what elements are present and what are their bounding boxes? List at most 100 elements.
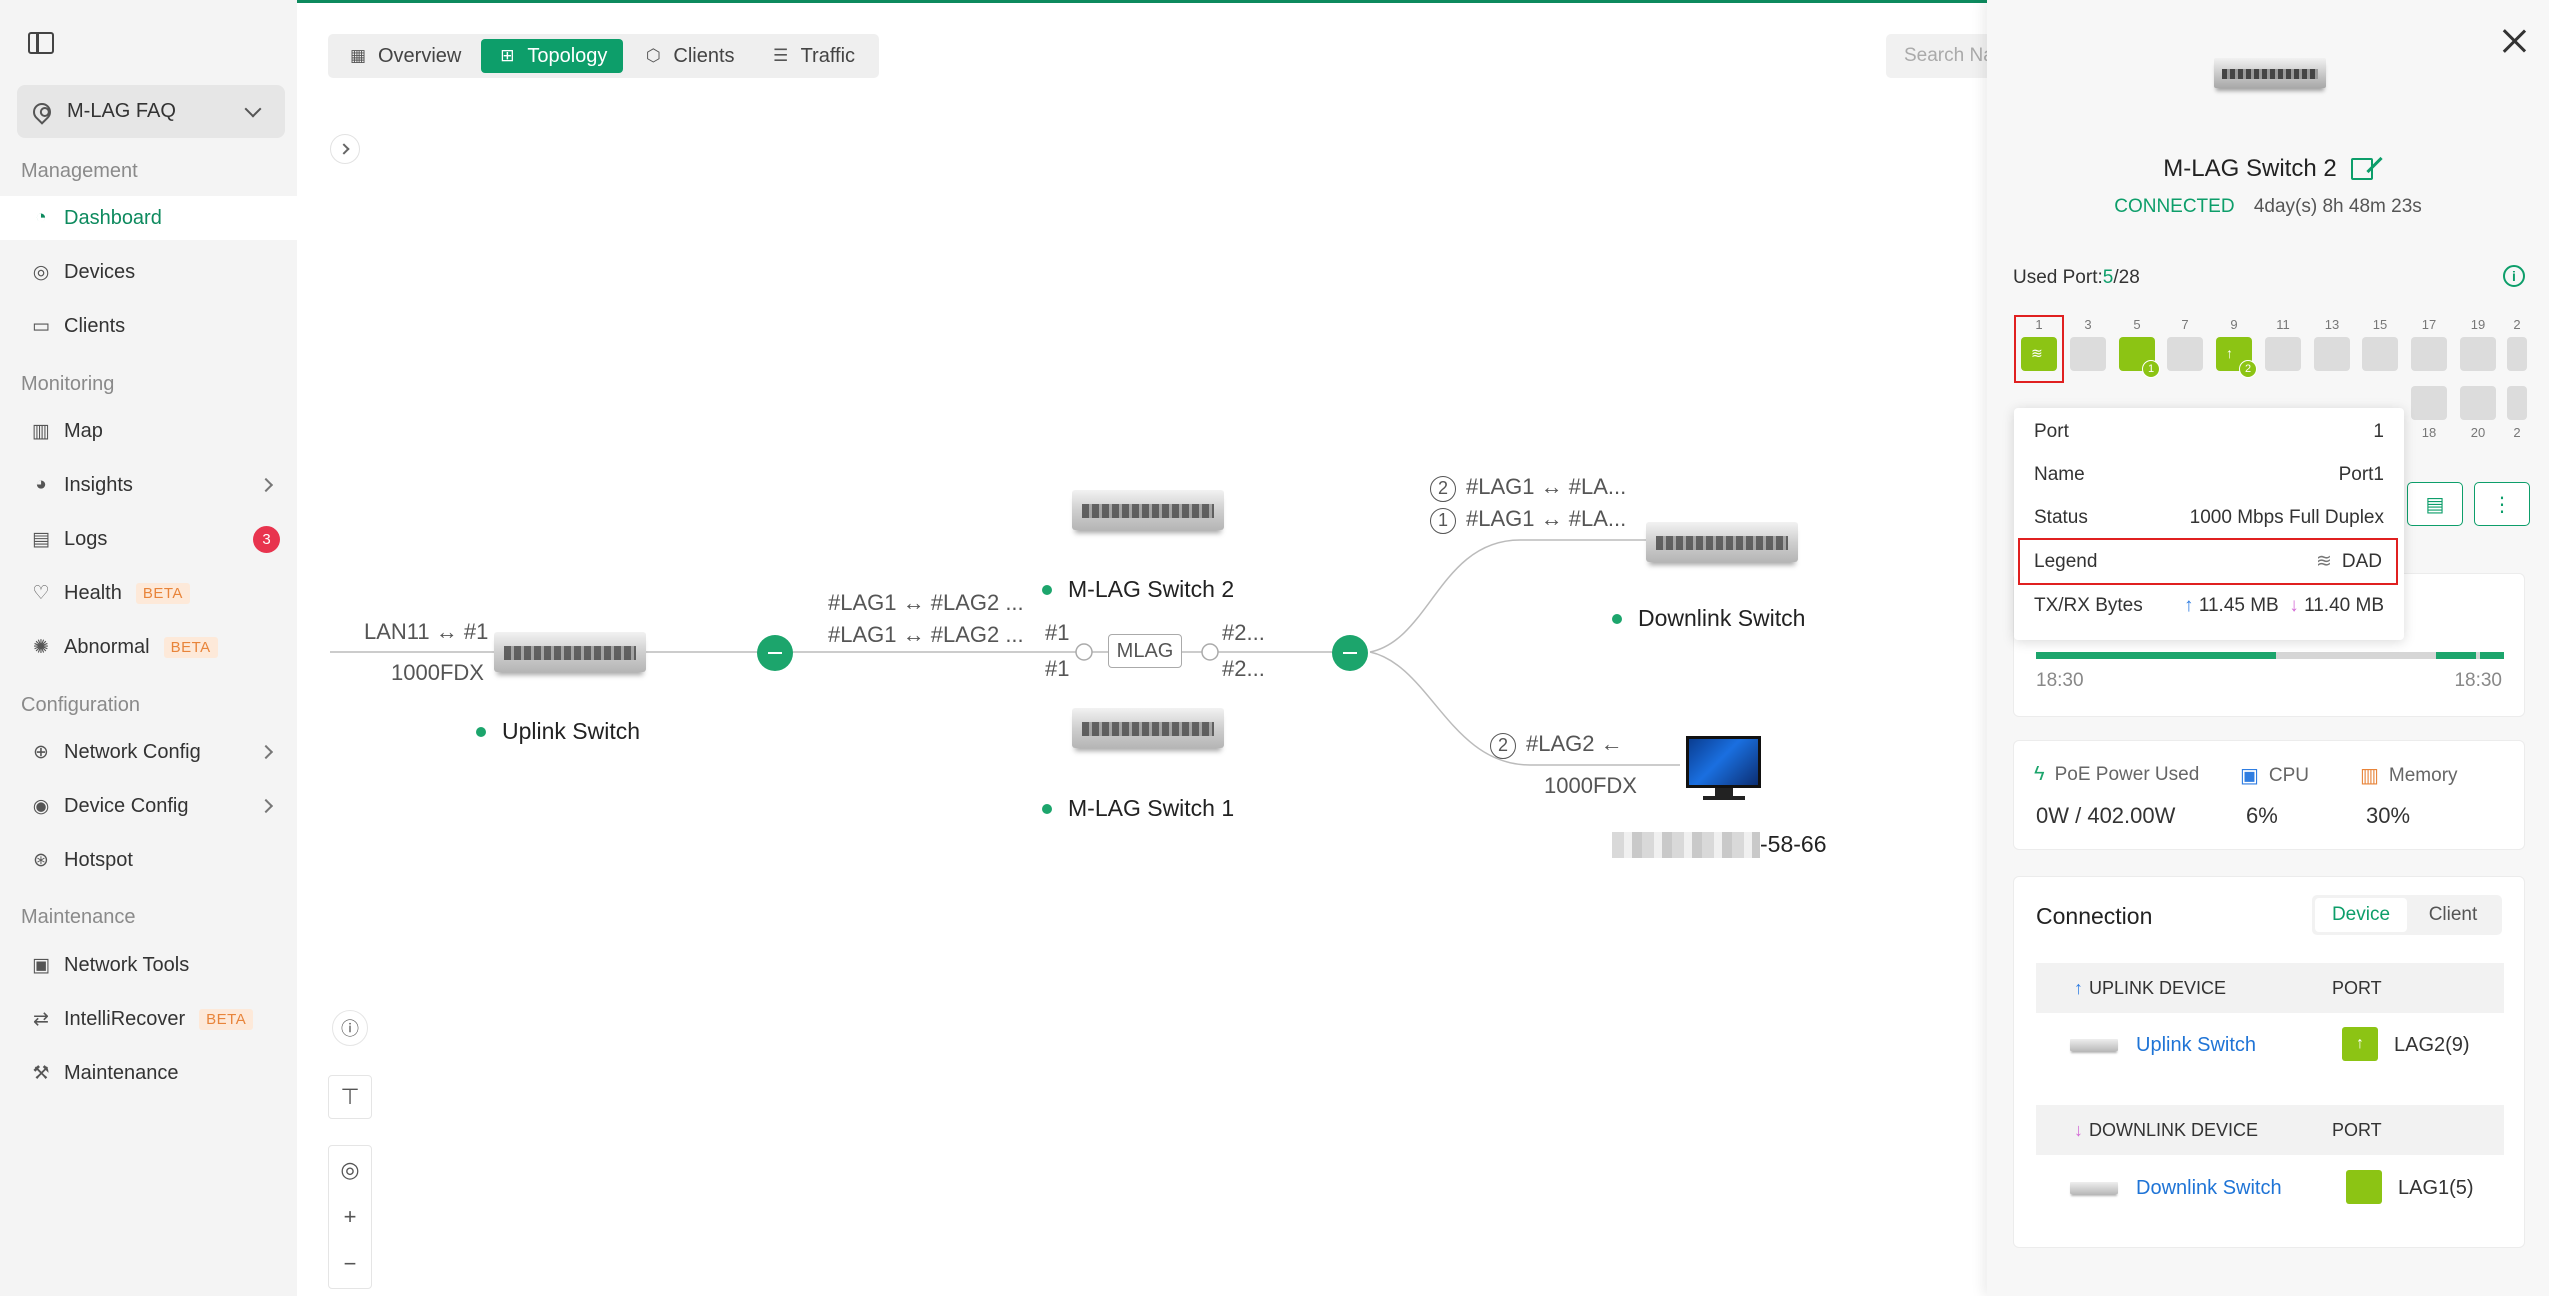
- sidebar-item-intellirecover[interactable]: ⇄ IntelliRecover BETA: [0, 997, 297, 1041]
- port-13[interactable]: [2314, 337, 2350, 371]
- uplink-arrow-icon: ↑: [2226, 345, 2233, 361]
- port-1[interactable]: ≋: [2021, 337, 2057, 371]
- uplink-switch-name[interactable]: Uplink Switch: [476, 718, 640, 745]
- toolbox-icon: ▣: [32, 954, 50, 976]
- site-name: M-LAG FAQ: [67, 100, 176, 122]
- sidebar-item-device-config[interactable]: ◉ Device Config: [0, 784, 297, 828]
- downlink-switch-name[interactable]: Downlink Switch: [1612, 605, 1805, 632]
- seg-client[interactable]: Client: [2428, 904, 2478, 925]
- sidebar-item-logs[interactable]: ▤ Logs 3: [0, 517, 297, 561]
- port-19[interactable]: [2460, 337, 2496, 371]
- sidebar-item-health[interactable]: ♡ Health BETA: [0, 571, 297, 615]
- port-15[interactable]: [2362, 337, 2398, 371]
- port-22[interactable]: [2507, 386, 2527, 420]
- port-7[interactable]: [2167, 337, 2203, 371]
- port-number: 19: [2470, 317, 2486, 332]
- port-header: PORT: [2332, 977, 2382, 998]
- device-detail-panel: M-LAG Switch 2 CONNECTED 4day(s) 8h 48m …: [1987, 0, 2549, 1296]
- mlag-switch-2-name[interactable]: M-LAG Switch 2: [1042, 576, 1234, 603]
- port-number: 17: [2421, 317, 2437, 332]
- cpu-stat: ▣ CPU: [2240, 763, 2309, 788]
- sidebar-item-network-config[interactable]: ⊕ Network Config: [0, 730, 297, 774]
- tab-traffic[interactable]: ☰ Traffic: [755, 39, 871, 73]
- uplink-device-link[interactable]: Uplink Switch: [2136, 1034, 2257, 1056]
- sidebar-item-clients[interactable]: ▭ Clients: [0, 304, 297, 348]
- header-text: UPLINK DEVICE: [2089, 977, 2227, 998]
- sidebar-item-dashboard[interactable]: ◔ Dashboard: [0, 196, 297, 240]
- tab-topology[interactable]: ⊞ Topology: [481, 39, 624, 73]
- info-icon[interactable]: i: [2503, 265, 2525, 287]
- port-21[interactable]: [2507, 337, 2527, 371]
- sidebar-item-label: Map: [64, 419, 103, 442]
- port-number: 18: [2421, 425, 2437, 440]
- uplink-port: LAG2(9): [2394, 1034, 2470, 1056]
- tx-value: 11.45 MB: [2198, 594, 2279, 616]
- more-options-button[interactable]: ⋮: [2474, 482, 2530, 526]
- device-name-text: M-LAG Switch 2: [2163, 155, 2337, 182]
- tab-overview[interactable]: ▦ Overview: [332, 39, 477, 73]
- sliders-icon: ☰: [772, 46, 789, 65]
- sidebar-toggle-icon[interactable]: [28, 32, 54, 54]
- device-config-icon: ◉: [32, 795, 50, 817]
- calendar-button[interactable]: ▤: [2407, 482, 2463, 526]
- edit-icon[interactable]: [2350, 158, 2373, 180]
- locate-icon[interactable]: ◎: [340, 1156, 360, 1182]
- sidebar-item-map[interactable]: ▥ Map: [0, 409, 297, 453]
- port-3[interactable]: [2070, 337, 2106, 371]
- tooltip-value: ≋ DAD: [2316, 550, 2382, 573]
- sidebar-item-hotspot[interactable]: ⊛ Hotspot: [0, 838, 297, 882]
- link-text: #LAG1 ↔ #LA...: [1466, 474, 1627, 499]
- sidebar-item-maintenance[interactable]: ⚒ Maintenance: [0, 1051, 297, 1095]
- port-number: 9: [2230, 317, 2238, 332]
- uplink-switch-node[interactable]: [494, 632, 646, 672]
- tab-label: Clients: [673, 44, 735, 67]
- mlag-switch-1-name[interactable]: M-LAG Switch 1: [1042, 795, 1234, 822]
- zoom-in-icon[interactable]: +: [343, 1203, 357, 1229]
- info-icon[interactable]: ⓘ: [332, 1010, 368, 1046]
- dashboard-icon: ◔: [35, 207, 47, 228]
- abnormal-icon: ✺: [33, 636, 49, 658]
- memory-icon: ▥: [2360, 765, 2379, 787]
- client-monitor-node[interactable]: [1686, 736, 1761, 788]
- port-9[interactable]: ↑2: [2216, 337, 2257, 378]
- sidebar-item-devices[interactable]: ◎ Devices: [0, 250, 297, 294]
- port-square-icon: [2346, 1170, 2382, 1204]
- site-selector[interactable]: M-LAG FAQ: [17, 85, 285, 138]
- sidebar-item-label: Device Config: [64, 794, 189, 817]
- downlink-header: ↓DOWNLINK DEVICE PORT: [2036, 1105, 2504, 1155]
- port-20[interactable]: [2460, 386, 2496, 420]
- link-text: #LAG1 ↔ #LA...: [1466, 506, 1627, 531]
- tooltip-label: TX/RX Bytes: [2034, 594, 2143, 616]
- sidebar-item-label: Health: [64, 581, 122, 604]
- sidebar-item-label: Abnormal: [64, 635, 150, 658]
- sidebar-item-abnormal[interactable]: ✺ Abnormal BETA: [0, 625, 297, 669]
- dad-icon: ≋: [2315, 551, 2332, 572]
- link-count-icon: 2: [1490, 732, 1516, 759]
- collapse-node-button[interactable]: [757, 635, 793, 671]
- tooltip-label: Name: [2034, 463, 2085, 485]
- downlink-arrow-icon: ↓: [2074, 1119, 2083, 1140]
- zoom-out-icon[interactable]: −: [343, 1251, 357, 1277]
- hierarchy-icon[interactable]: ⊤: [328, 1075, 372, 1119]
- cube-icon: ⬡: [646, 46, 661, 65]
- port-18[interactable]: [2411, 386, 2447, 420]
- legend-text: DAD: [2341, 551, 2382, 572]
- mlag-switch-2-node[interactable]: [1072, 490, 1224, 530]
- sidebar-item-network-tools[interactable]: ▣ Network Tools: [0, 943, 297, 987]
- downlink-device-link[interactable]: Downlink Switch: [2136, 1177, 2282, 1199]
- close-icon[interactable]: [2501, 28, 2527, 54]
- port-11[interactable]: [2265, 337, 2301, 371]
- port-number: 13: [2324, 317, 2340, 332]
- mlag-switch-1-node[interactable]: [1072, 708, 1224, 748]
- tab-clients[interactable]: ⬡ Clients: [627, 39, 750, 73]
- sidebar-item-insights[interactable]: ◕ Insights: [0, 463, 297, 507]
- port-17[interactable]: [2411, 337, 2447, 371]
- search-input[interactable]: Search Na: [1886, 34, 2006, 78]
- mlag-label: MLAG: [1108, 634, 1182, 668]
- port-5[interactable]: 1: [2119, 337, 2160, 378]
- node-label: Downlink Switch: [1638, 605, 1806, 631]
- collapse-node-button[interactable]: [1332, 635, 1368, 671]
- expand-panel-button[interactable]: [330, 134, 360, 164]
- downlink-switch-node[interactable]: [1646, 522, 1798, 562]
- seg-device[interactable]: Device: [2315, 898, 2407, 932]
